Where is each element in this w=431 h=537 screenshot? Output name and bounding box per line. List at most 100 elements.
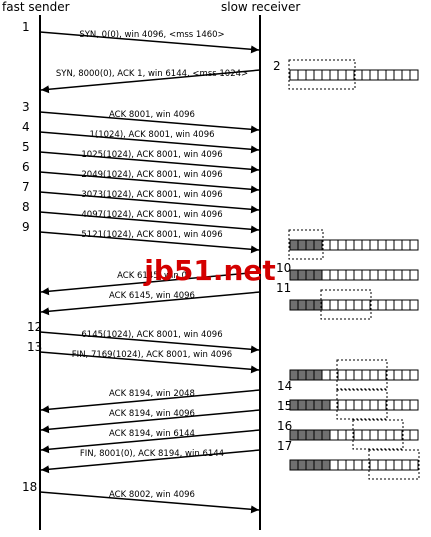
- buffer-cell-empty: [353, 459, 363, 471]
- segment-number-8: 8: [22, 200, 30, 214]
- buffer-cell-empty: [337, 269, 347, 281]
- buffer-cell-empty: [329, 399, 339, 411]
- buffer-cell-empty: [393, 269, 403, 281]
- buffer-cell-empty: [337, 239, 347, 251]
- buffer-cell-filled: [321, 459, 331, 471]
- buffer-cell-filled: [297, 369, 307, 381]
- buffer-cell-empty: [377, 369, 387, 381]
- segment-number-13: 13: [27, 340, 42, 354]
- segment-number-7: 7: [22, 180, 30, 194]
- segment-number-2: 2: [273, 59, 281, 73]
- buffer-cell-empty: [409, 239, 419, 251]
- buffer-cell-empty: [345, 69, 355, 81]
- buffer-cell-filled: [305, 399, 315, 411]
- segment-label-14: ACK 8194, win 2048: [109, 389, 195, 399]
- segment-arrow-8: [39, 211, 260, 234]
- buffer-cell-filled: [297, 299, 307, 311]
- buffer-cell-empty: [353, 269, 363, 281]
- segment-number-5: 5: [22, 140, 30, 154]
- segment-arrow-14: [40, 389, 261, 414]
- segment-arrow-11: [40, 291, 261, 316]
- buffer-snapshot-8: [289, 449, 420, 480]
- segment-label-16: ACK 8194, win 6144: [109, 429, 195, 439]
- buffer-cell-empty: [369, 239, 379, 251]
- buffer-cell-empty: [337, 369, 347, 381]
- segment-label-5: 1025(1024), ACK 8001, win 4096: [81, 150, 222, 160]
- buffer-cell-filled: [305, 239, 315, 251]
- buffer-cell-empty: [377, 239, 387, 251]
- buffer-cell-empty: [321, 369, 331, 381]
- segment-number-17: 17: [277, 439, 292, 453]
- buffer-cell-empty: [353, 369, 363, 381]
- buffer-cell-empty: [361, 459, 371, 471]
- segment-label-15: ACK 8194, win 4096: [109, 409, 195, 419]
- buffer-cell-empty: [361, 269, 371, 281]
- segment-label-12: 6145(1024), ACK 8001, win 4096: [81, 330, 222, 340]
- buffer-cell-filled: [289, 369, 299, 381]
- buffer-cell-empty: [369, 69, 379, 81]
- buffer-cell-filled: [289, 239, 299, 251]
- buffer-cell-empty: [329, 239, 339, 251]
- buffer-cell-empty: [337, 399, 347, 411]
- buffer-cell-empty: [345, 269, 355, 281]
- buffer-cell-filled: [289, 399, 299, 411]
- segment-arrow-17: [40, 449, 261, 474]
- segment-label-11: ACK 6145, win 4096: [109, 291, 195, 301]
- segment-number-3: 3: [22, 100, 30, 114]
- buffer-cell-empty: [385, 459, 395, 471]
- buffer-cell-empty: [313, 69, 323, 81]
- buffer-cell-empty: [377, 269, 387, 281]
- segment-label-6: 2049(1024), ACK 8001, win 4096: [81, 170, 222, 180]
- buffer-cell-empty: [393, 429, 403, 441]
- buffer-cell-empty: [361, 299, 371, 311]
- segment-label-4: 1(1024), ACK 8001, win 4096: [89, 130, 214, 140]
- buffer-cell-empty: [321, 299, 331, 311]
- buffer-cell-empty: [345, 459, 355, 471]
- buffer-snapshot-1: [288, 59, 419, 90]
- buffer-cell-empty: [393, 239, 403, 251]
- buffer-cell-empty: [393, 299, 403, 311]
- segment-number-14: 14: [277, 379, 292, 393]
- buffer-cell-empty: [409, 429, 419, 441]
- segment-label-13: FIN, 7169(1024), ACK 8001, win 4096: [72, 350, 232, 360]
- buffer-cell-empty: [377, 299, 387, 311]
- buffer-cell-empty: [377, 399, 387, 411]
- buffer-cell-empty: [393, 399, 403, 411]
- buffer-cell-empty: [361, 399, 371, 411]
- buffer-cell-empty: [329, 369, 339, 381]
- buffer-cell-empty: [401, 399, 411, 411]
- receive-window-outline: [336, 359, 388, 390]
- buffer-cell-empty: [401, 239, 411, 251]
- buffer-snapshot-7: [289, 419, 419, 450]
- buffer-cell-empty: [345, 239, 355, 251]
- buffer-cell-empty: [409, 459, 419, 471]
- buffer-cell-empty: [385, 239, 395, 251]
- segment-number-4: 4: [22, 120, 30, 134]
- buffer-cell-empty: [409, 399, 419, 411]
- segment-arrow-2: [40, 69, 261, 94]
- receive-window-outline: [352, 419, 404, 450]
- buffer-cell-empty: [401, 269, 411, 281]
- buffer-cell-empty: [337, 429, 347, 441]
- segment-arrow-1: [39, 31, 260, 54]
- buffer-cell-empty: [385, 69, 395, 81]
- buffer-snapshot-4: [289, 289, 419, 320]
- buffer-cell-empty: [353, 239, 363, 251]
- segment-label-1: SYN, 0(0), win 4096, <mss 1460>: [79, 30, 224, 40]
- segment-label-10: ACK 6145, win 0: [117, 271, 187, 281]
- buffer-cell-filled: [289, 459, 299, 471]
- segment-label-7: 3073(1024), ACK 8001, win 4096: [81, 190, 222, 200]
- buffer-cell-empty: [361, 429, 371, 441]
- buffer-cell-empty: [353, 299, 363, 311]
- buffer-cell-filled: [297, 239, 307, 251]
- buffer-cell-filled: [313, 269, 323, 281]
- segment-arrow-15: [40, 409, 261, 434]
- buffer-cell-empty: [329, 429, 339, 441]
- buffer-cell-empty: [409, 369, 419, 381]
- buffer-cell-empty: [345, 299, 355, 311]
- buffer-cell-empty: [353, 429, 363, 441]
- segment-number-16: 16: [277, 419, 292, 433]
- buffer-cell-filled: [297, 399, 307, 411]
- segment-arrow-7: [39, 191, 260, 214]
